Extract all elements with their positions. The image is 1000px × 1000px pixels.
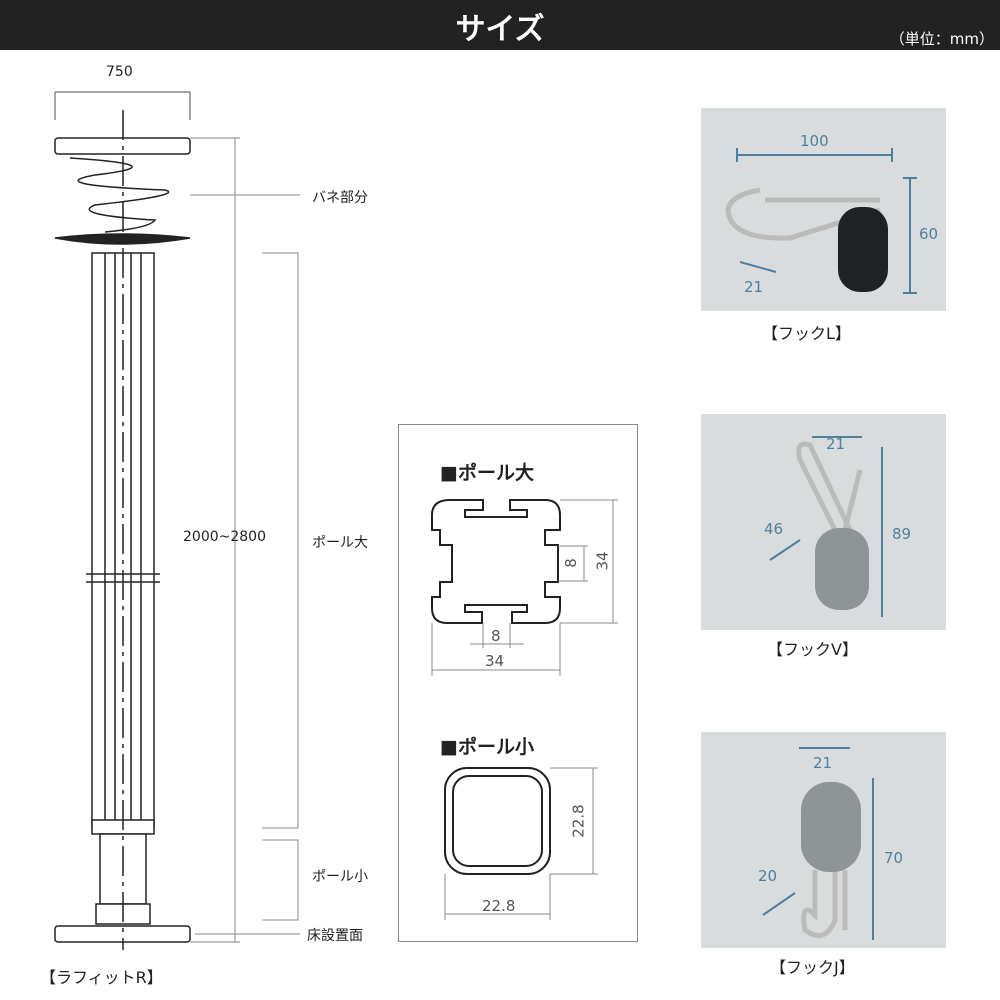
large-pole-title: ■ポール大 <box>440 462 534 484</box>
hook-v-name: 【フックV】 <box>767 640 858 659</box>
small-pole-label: ポール小 <box>312 869 368 885</box>
page-title: サイズ <box>455 12 545 47</box>
cross-section-panel <box>398 424 638 942</box>
hook-j-name: 【フックJ】 <box>770 958 855 977</box>
hook-j-depth: 20 <box>758 867 778 885</box>
large-pole-label: ポール大 <box>312 535 368 551</box>
hook-v-depth: 46 <box>764 520 784 538</box>
small-width: 22.8 <box>482 897 516 915</box>
hook-l-height: 60 <box>919 225 939 243</box>
large-width: 34 <box>485 652 505 670</box>
header-bar <box>0 0 1000 50</box>
hook-j-height: 70 <box>884 849 904 867</box>
hook-l-width: 100 <box>800 132 829 150</box>
small-pole-title: ■ポール小 <box>440 736 534 758</box>
product-name: 【ラフィットR】 <box>40 968 163 987</box>
unit-label: （単位：mm） <box>889 30 994 48</box>
hook-j-width: 21 <box>813 754 833 772</box>
pole-height-label: 2000~2800 <box>183 529 266 545</box>
hook-v-height: 89 <box>892 525 912 543</box>
pole-width-label: 750 <box>106 64 133 80</box>
large-slot-width: 8 <box>491 627 501 645</box>
hook-l-depth: 21 <box>744 278 764 296</box>
hook-l-name: 【フックL】 <box>762 324 851 343</box>
hook-v-width: 21 <box>826 435 846 453</box>
floor-label: 床設置面 <box>307 928 363 944</box>
spring-label: バネ部分 <box>312 190 368 206</box>
hook-l-photo <box>701 108 946 311</box>
